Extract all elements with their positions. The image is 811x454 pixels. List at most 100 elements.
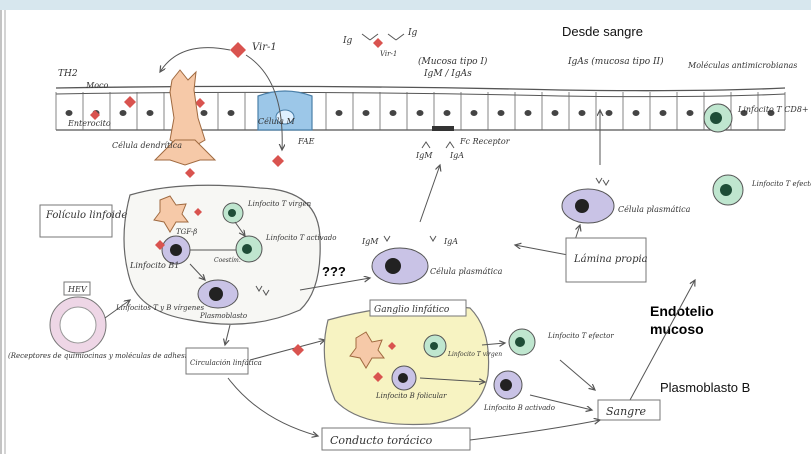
conducto-box <box>321 427 471 451</box>
iga-mid-label: IgA <box>443 237 458 246</box>
ig-left-label: Ig <box>342 36 353 46</box>
plasmatica-right-label: Célula plasmática <box>618 205 691 214</box>
plasmoblasto-label: Plasmoblasto <box>199 312 247 320</box>
receptores-label: (Receptores de quimiocinas y moléculas d… <box>8 352 199 360</box>
antigen-in-ig <box>373 38 383 48</box>
plasmatica-mid-label: Célula plasmática <box>430 267 503 276</box>
moleculas-label: Moléculas antimicrobianas <box>687 61 797 70</box>
arrow-naive-activated <box>234 221 245 236</box>
arrow-to-fc <box>419 165 440 223</box>
ganglio-box <box>369 299 467 317</box>
arrow-circ-ganglio <box>249 340 325 361</box>
antigen-marker <box>124 96 136 108</box>
cd8-label: Linfocito T CD8+ <box>737 105 809 114</box>
circulacion-box <box>185 347 249 375</box>
conducto-label: Conducto torácico <box>330 434 433 447</box>
ganglio-t-virgen-label: Linfocito T virgen <box>447 351 502 358</box>
enterocyte-row <box>55 92 786 130</box>
endotelio-label-2: mucoso <box>650 321 704 337</box>
arrow-vir1-down <box>245 54 282 150</box>
follicular-b-nucleus <box>398 373 408 383</box>
arrow-b-activado <box>419 377 485 382</box>
enterocyte-nucleus <box>605 110 613 116</box>
iga-below-label: IgA <box>449 151 464 160</box>
arrow-sangre-up <box>629 280 695 401</box>
t-efector-mid-label: Linfocito T efector <box>547 332 614 340</box>
coestimulo-label: Coestím. <box>214 257 241 264</box>
t-activado-label: Linfocito T activado <box>265 234 336 242</box>
ig-complex-icon <box>361 33 405 41</box>
antigen-marker <box>195 98 205 108</box>
enterocyte-nucleus <box>632 110 640 116</box>
enterocyte-nucleus <box>65 110 73 116</box>
b-folicular-label: Linfocito B folicular <box>375 392 447 400</box>
qqq-label: ??? <box>322 264 346 279</box>
antigen-marker <box>272 155 284 167</box>
t-effector-mid-nucleus <box>515 337 525 347</box>
enterocyte-nucleus <box>524 110 532 116</box>
plasma-cell-mid-nucleus <box>385 258 401 274</box>
fc-receptor-mark <box>432 126 454 131</box>
arrow-conducto-sangre <box>469 420 600 441</box>
t-efector-right-label: Linfocito T efector (CD4+) <box>751 180 811 188</box>
lamina-propia-label: Lámina propia <box>573 254 648 265</box>
enterocyte-nucleus <box>497 110 505 116</box>
arrow-to-sangre-1 <box>559 359 595 390</box>
t-virgen-label: Linfocito T virgen <box>247 200 312 208</box>
linfocitos-tyb-label: Linfocitos T y B vírgenes <box>115 304 204 312</box>
arrow-b1-plasmoblast <box>189 263 205 280</box>
enterocyte-nucleus <box>416 110 424 116</box>
enterocyte-nucleus <box>119 110 127 116</box>
ganglio-label: Ganglio linfático <box>374 304 450 315</box>
enterocyte-nucleus <box>578 110 586 116</box>
igas-tipo2-label: IgAs (mucosa tipo II) <box>567 56 664 67</box>
antigen-marker <box>90 110 100 120</box>
b1-label: Linfocito B1 <box>129 261 179 270</box>
vir1-small-label: Vir-1 <box>380 50 397 58</box>
antigen-marker <box>185 168 195 178</box>
enterocyte-nucleus <box>443 110 451 116</box>
enterocyte-nucleus <box>146 110 154 116</box>
mucosa-tipo1-label: (Mucosa tipo I) <box>418 56 488 67</box>
endotelio-label-1: Endotelio <box>650 303 714 319</box>
t-effector-right-nucleus <box>720 184 732 196</box>
lymph-node <box>323 305 490 426</box>
arrow-lamina-to-plasma-mid <box>515 245 569 256</box>
b1-nucleus <box>170 244 182 256</box>
activated-t-nucleus <box>242 244 252 254</box>
follicle-dendritic-cell <box>153 195 189 233</box>
circulacion-label: Circulación linfática <box>190 359 262 367</box>
igm-mid-label: IgM <box>361 237 379 246</box>
celula-m-label: Célula M <box>258 117 295 126</box>
dendritic-cell-body <box>153 139 217 166</box>
plasmoblast-nucleus <box>209 287 223 301</box>
lamina-propia-box <box>565 237 647 283</box>
enterocyte-nucleus <box>362 110 370 116</box>
antibody-icons <box>255 285 270 296</box>
th2-label: TH2 <box>58 69 78 79</box>
arrow-t-efector <box>481 343 505 345</box>
vir1-top-label: Vir-1 <box>252 42 277 53</box>
enterocyte-nucleus <box>335 110 343 116</box>
arrow-to-plasma <box>299 278 370 291</box>
enterocyte-nucleus <box>767 110 775 116</box>
enterocyte-nucleus <box>740 110 748 116</box>
antigen-icon <box>230 42 246 58</box>
antibody-icons <box>383 235 437 242</box>
tgf-beta-label: TGF-β <box>176 228 197 236</box>
sangre-box <box>597 399 661 421</box>
hev-box <box>63 281 91 296</box>
ganglio-dendritic-cell <box>349 331 385 369</box>
foliculo-box <box>39 204 113 238</box>
epithelium <box>55 85 786 131</box>
arrow-follicle-circ <box>225 324 231 345</box>
enterocyte-nucleus <box>551 110 559 116</box>
desde-sangre-label: Desde sangre <box>562 24 643 39</box>
antigen-marker <box>194 208 202 216</box>
igm-below-label: IgM <box>415 151 433 160</box>
enterocito-label: Enterocito <box>67 119 111 128</box>
arrow-circ-conducto <box>227 377 318 436</box>
moco-label: Moco <box>85 81 108 90</box>
